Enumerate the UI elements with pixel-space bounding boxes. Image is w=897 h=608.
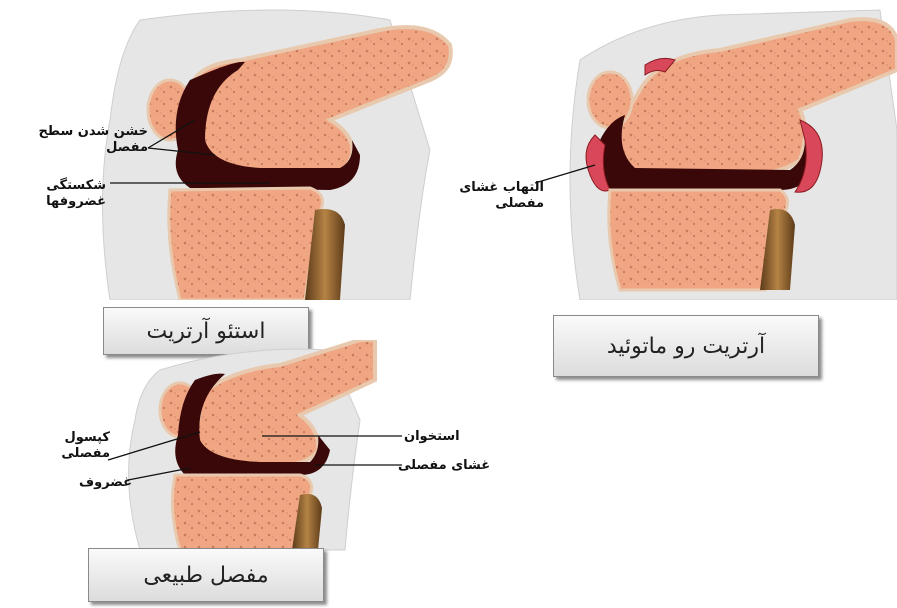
label-inflammation-line2: مفصلی (474, 196, 544, 212)
label-bone: استخوان (404, 429, 494, 445)
label-synovial-inflammation: التهاب غشای مفصلی (474, 180, 544, 212)
label-rough-line1: خشن شدن سطح (8, 124, 148, 140)
label-capsule-line1: کپسول (44, 430, 110, 446)
label-cartilage-break-line2: غضروفها (8, 194, 106, 210)
label-cartilage: غضروف (48, 475, 132, 491)
normal-joint-caption: مفصل طبیعی (88, 548, 324, 602)
label-synovial-membrane: غشای مفصلی (398, 458, 518, 474)
label-cartilage-breakdown: شکستگی غضروفها (8, 178, 106, 210)
label-capsule-line2: مفصلی (44, 446, 110, 462)
rheumatoid-panel: التهاب غشای مفصلی (460, 0, 897, 300)
label-joint-capsule: کپسول مفصلی (44, 430, 110, 462)
label-rough-joint-surface: خشن شدن سطح مفصل (8, 124, 148, 156)
osteoarthritis-panel: خشن شدن سطح مفصل شکستگی غضروفها (0, 0, 460, 300)
label-cartilage-break-line1: شکستگی (8, 178, 106, 194)
rheumatoid-knee-illustration (460, 0, 897, 300)
label-inflammation-line1: التهاب غشای (474, 180, 544, 196)
rheumatoid-caption: آرتریت رو ماتوئید (553, 315, 819, 377)
label-rough-line2: مفصل (8, 140, 148, 156)
